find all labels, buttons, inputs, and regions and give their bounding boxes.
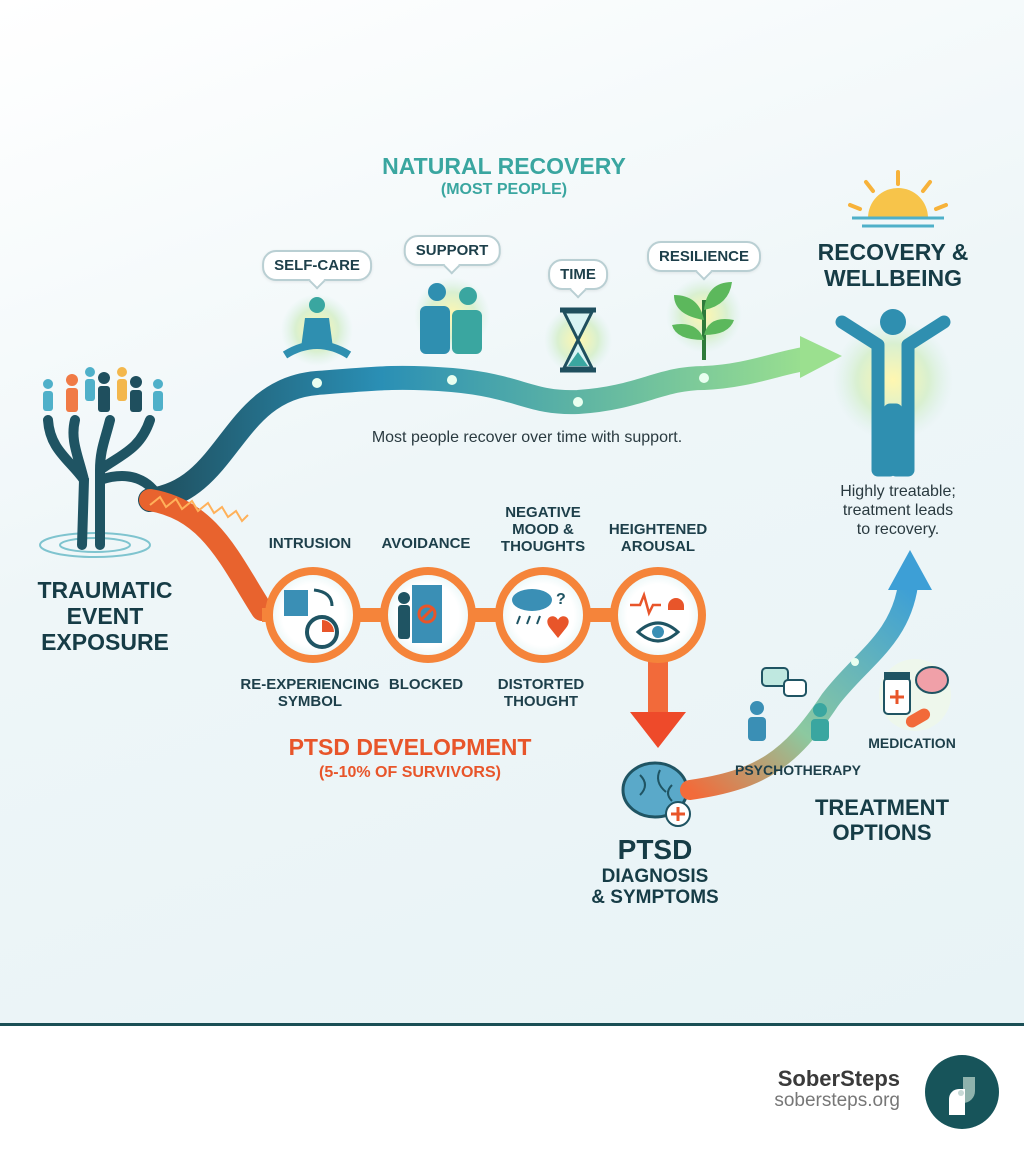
footer-divider	[0, 1023, 1024, 1026]
storm-cloud-icon: ?	[512, 589, 569, 638]
diagnosis-subtitle: DIAGNOSIS & SYMPTOMS	[591, 866, 718, 909]
label-line: RE-EXPERIENCING	[240, 676, 380, 693]
trauma-title: TRAUMATIC EVENT EXPOSURE	[37, 577, 173, 655]
trauma-line: EXPOSURE	[41, 628, 169, 655]
trauma-tree-icon	[39, 367, 165, 558]
recovery-note-line: Highly treatable;	[840, 483, 956, 500]
label-line: AROUSAL	[620, 537, 696, 555]
symptom-avoidance-caption: BLOCKED	[388, 676, 464, 693]
ptsd-development-path: ?	[139, 489, 706, 748]
label-line: HEIGHTENED	[608, 521, 708, 538]
diagnosis-line: DIAGNOSIS	[601, 866, 709, 887]
ptsd-development-subtitle: (5-10% OF SURVIVORS)	[319, 764, 501, 781]
step-bubble-support: SUPPORT	[403, 235, 501, 266]
recovery-icons	[833, 170, 953, 477]
logo-mark	[949, 1077, 975, 1115]
symptom-negative-mood-label: NEGATIVE MOOD & THOUGHTS	[500, 504, 586, 555]
natural-recovery-subtitle: (MOST PEOPLE)	[440, 181, 568, 198]
natural-recovery-path	[138, 336, 842, 512]
label-line: NEGATIVE	[505, 504, 581, 521]
treatment-line: OPTIONS	[832, 819, 932, 845]
brand-url: sobersteps.org	[774, 1090, 900, 1111]
label-line: MOOD &	[512, 520, 574, 538]
label-line: DISTORTED	[497, 676, 585, 693]
medication-label: MEDICATION	[868, 735, 956, 751]
symptom-negative-mood-caption: DISTORTED THOUGHT	[497, 676, 585, 711]
recovery-line: RECOVERY &	[817, 239, 969, 265]
psychotherapy-label: PSYCHOTHERAPY	[734, 762, 862, 778]
label-line: THOUGHT	[503, 692, 579, 710]
footer	[0, 1026, 1024, 1154]
diagnosis-line: & SYMPTOMS	[591, 887, 719, 909]
diagnosis-title: PTSD	[617, 834, 693, 865]
trauma-line: TRAUMATIC	[37, 577, 173, 603]
treatment-options-title: TREATMENT OPTIONS	[814, 795, 950, 845]
diagram-art: ?	[39, 170, 953, 827]
label-line: SYMBOL	[277, 692, 343, 710]
recovery-note-line: treatment leads	[842, 502, 954, 520]
therapy-chat-icon	[748, 667, 829, 741]
trauma-line: EVENT	[66, 602, 144, 629]
treatment-path	[680, 550, 932, 800]
symptom-arousal-label: HEIGHTENED AROUSAL	[608, 521, 708, 556]
treatment-line: TREATMENT	[814, 795, 950, 820]
medication-icon	[879, 659, 951, 731]
step-bubble-resilience: RESILIENCE	[646, 241, 762, 272]
ptsd-development-title: PTSD DEVELOPMENT	[288, 734, 532, 760]
symptom-intrusion-label: INTRUSION	[268, 535, 352, 552]
natural-recovery-title: NATURAL RECOVERY	[382, 153, 626, 179]
intrusion-icon	[284, 588, 339, 649]
natural-recovery-note: Most people recover over time with suppo…	[371, 429, 683, 446]
recovery-note: Highly treatable; treatment leads to rec…	[840, 482, 956, 540]
symptom-avoidance-label: AVOIDANCE	[381, 535, 471, 552]
alarm-eye-icon	[630, 591, 684, 643]
recovery-title: RECOVERY & WELLBEING	[817, 239, 969, 292]
blocked-door-icon	[398, 585, 442, 643]
svg-text:?: ?	[556, 591, 566, 608]
brain-icon	[621, 761, 691, 827]
symptom-intrusion-caption: RE-EXPERIENCING SYMBOL	[240, 676, 380, 711]
label-line: THOUGHTS	[500, 537, 586, 555]
brand-name: SoberSteps	[777, 1066, 900, 1091]
step-bubble-time: TIME	[548, 259, 608, 290]
natural-step-icons	[281, 277, 742, 374]
infographic-canvas: ? NATURAL RECOVERY (MOST PEOPLE) SELF-CA…	[0, 0, 1024, 1024]
step-bubble-self-care: SELF-CARE	[262, 250, 372, 281]
sobersteps-logo-icon	[925, 1055, 999, 1129]
recovery-note-line: to recovery.	[856, 521, 940, 539]
recovery-line: WELLBEING	[823, 264, 962, 291]
